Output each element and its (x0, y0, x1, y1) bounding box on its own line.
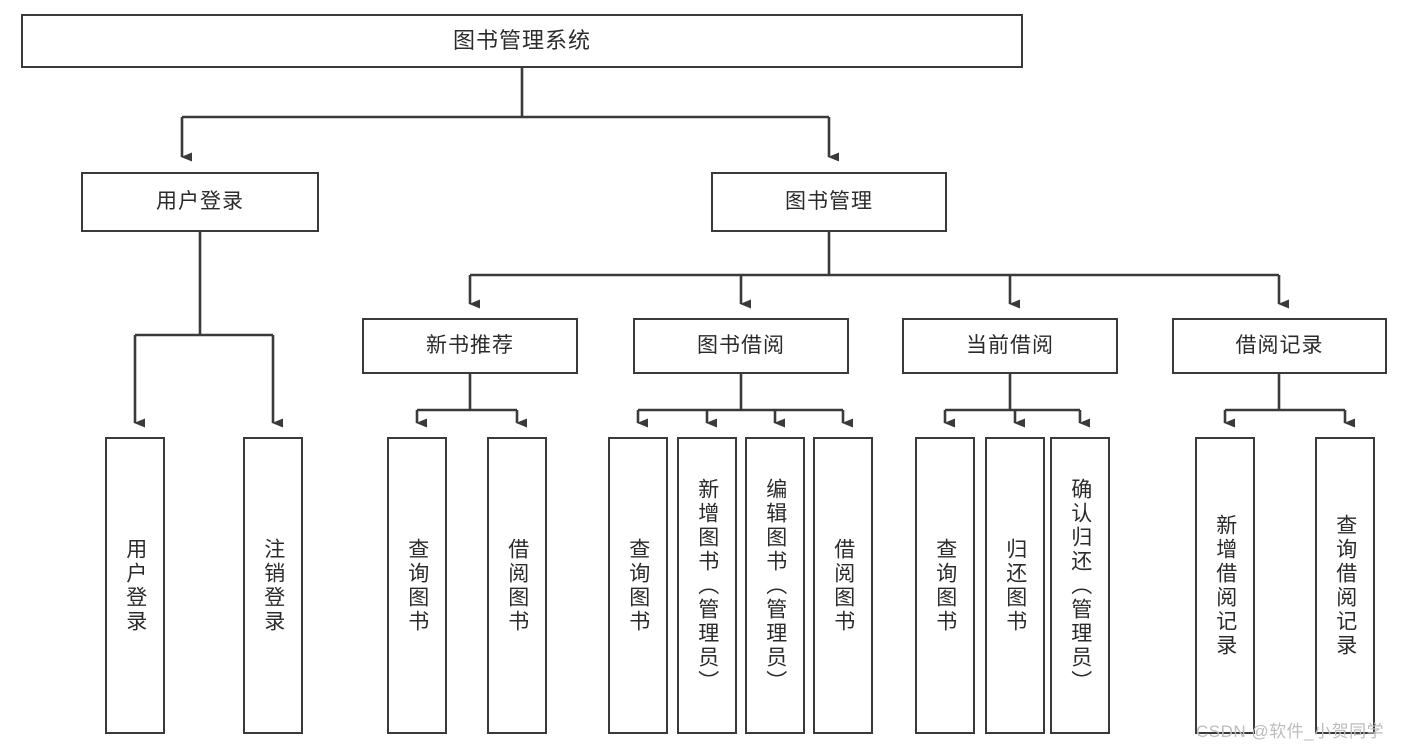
node-label: 图书借阅 (697, 334, 785, 358)
node-book-borrowing[interactable]: 图书借阅 (633, 318, 849, 374)
node-label: 查询借阅记录 (1333, 513, 1357, 658)
node-label: 新增借阅记录 (1213, 513, 1237, 658)
leaf-user-login[interactable]: 用户登录 (105, 437, 165, 734)
node-label: 查询图书 (405, 537, 429, 634)
leaf-return-books[interactable]: 归还图书 (985, 437, 1045, 734)
leaf-logout[interactable]: 注销登录 (243, 437, 303, 734)
node-label: 编辑图书（管理员） (763, 477, 787, 694)
node-label: 图书管理系统 (452, 27, 591, 53)
leaf-query-borrow-record[interactable]: 查询借阅记录 (1315, 437, 1375, 734)
node-label: 图书管理 (785, 190, 873, 214)
node-label: 当前借阅 (966, 334, 1054, 358)
leaf-query-books-current[interactable]: 查询图书 (915, 437, 975, 734)
leaf-add-book-admin[interactable]: 新增图书（管理员） (677, 437, 737, 734)
node-label: 确认归还（管理员） (1068, 477, 1092, 694)
node-label: 归还图书 (1003, 537, 1027, 634)
node-label: 借阅图书 (505, 537, 529, 634)
leaf-query-books-new[interactable]: 查询图书 (387, 437, 447, 734)
node-book-management[interactable]: 图书管理 (711, 172, 947, 232)
node-label: 注销登录 (261, 537, 285, 634)
node-borrowing-records[interactable]: 借阅记录 (1172, 318, 1387, 374)
node-label: 用户登录 (156, 190, 244, 214)
node-label: 新增图书（管理员） (695, 477, 719, 694)
leaf-query-books-borrow[interactable]: 查询图书 (608, 437, 668, 734)
node-label: 查询图书 (626, 537, 650, 634)
node-new-book-recommendation[interactable]: 新书推荐 (362, 318, 578, 374)
leaf-confirm-return-admin[interactable]: 确认归还（管理员） (1050, 437, 1110, 734)
node-root-book-management-system[interactable]: 图书管理系统 (21, 14, 1023, 68)
node-label: 借阅记录 (1235, 334, 1324, 358)
node-label: 借阅图书 (831, 537, 855, 634)
leaf-edit-book-admin[interactable]: 编辑图书（管理员） (745, 437, 805, 734)
node-label: 用户登录 (123, 537, 147, 634)
node-user-login[interactable]: 用户登录 (81, 172, 319, 232)
leaf-borrow-books[interactable]: 借阅图书 (813, 437, 873, 734)
node-label: 新书推荐 (426, 334, 514, 358)
node-current-borrowing[interactable]: 当前借阅 (902, 318, 1118, 374)
leaf-add-borrow-record[interactable]: 新增借阅记录 (1195, 437, 1255, 734)
node-label: 查询图书 (933, 537, 957, 634)
leaf-borrow-books-new[interactable]: 借阅图书 (487, 437, 547, 734)
